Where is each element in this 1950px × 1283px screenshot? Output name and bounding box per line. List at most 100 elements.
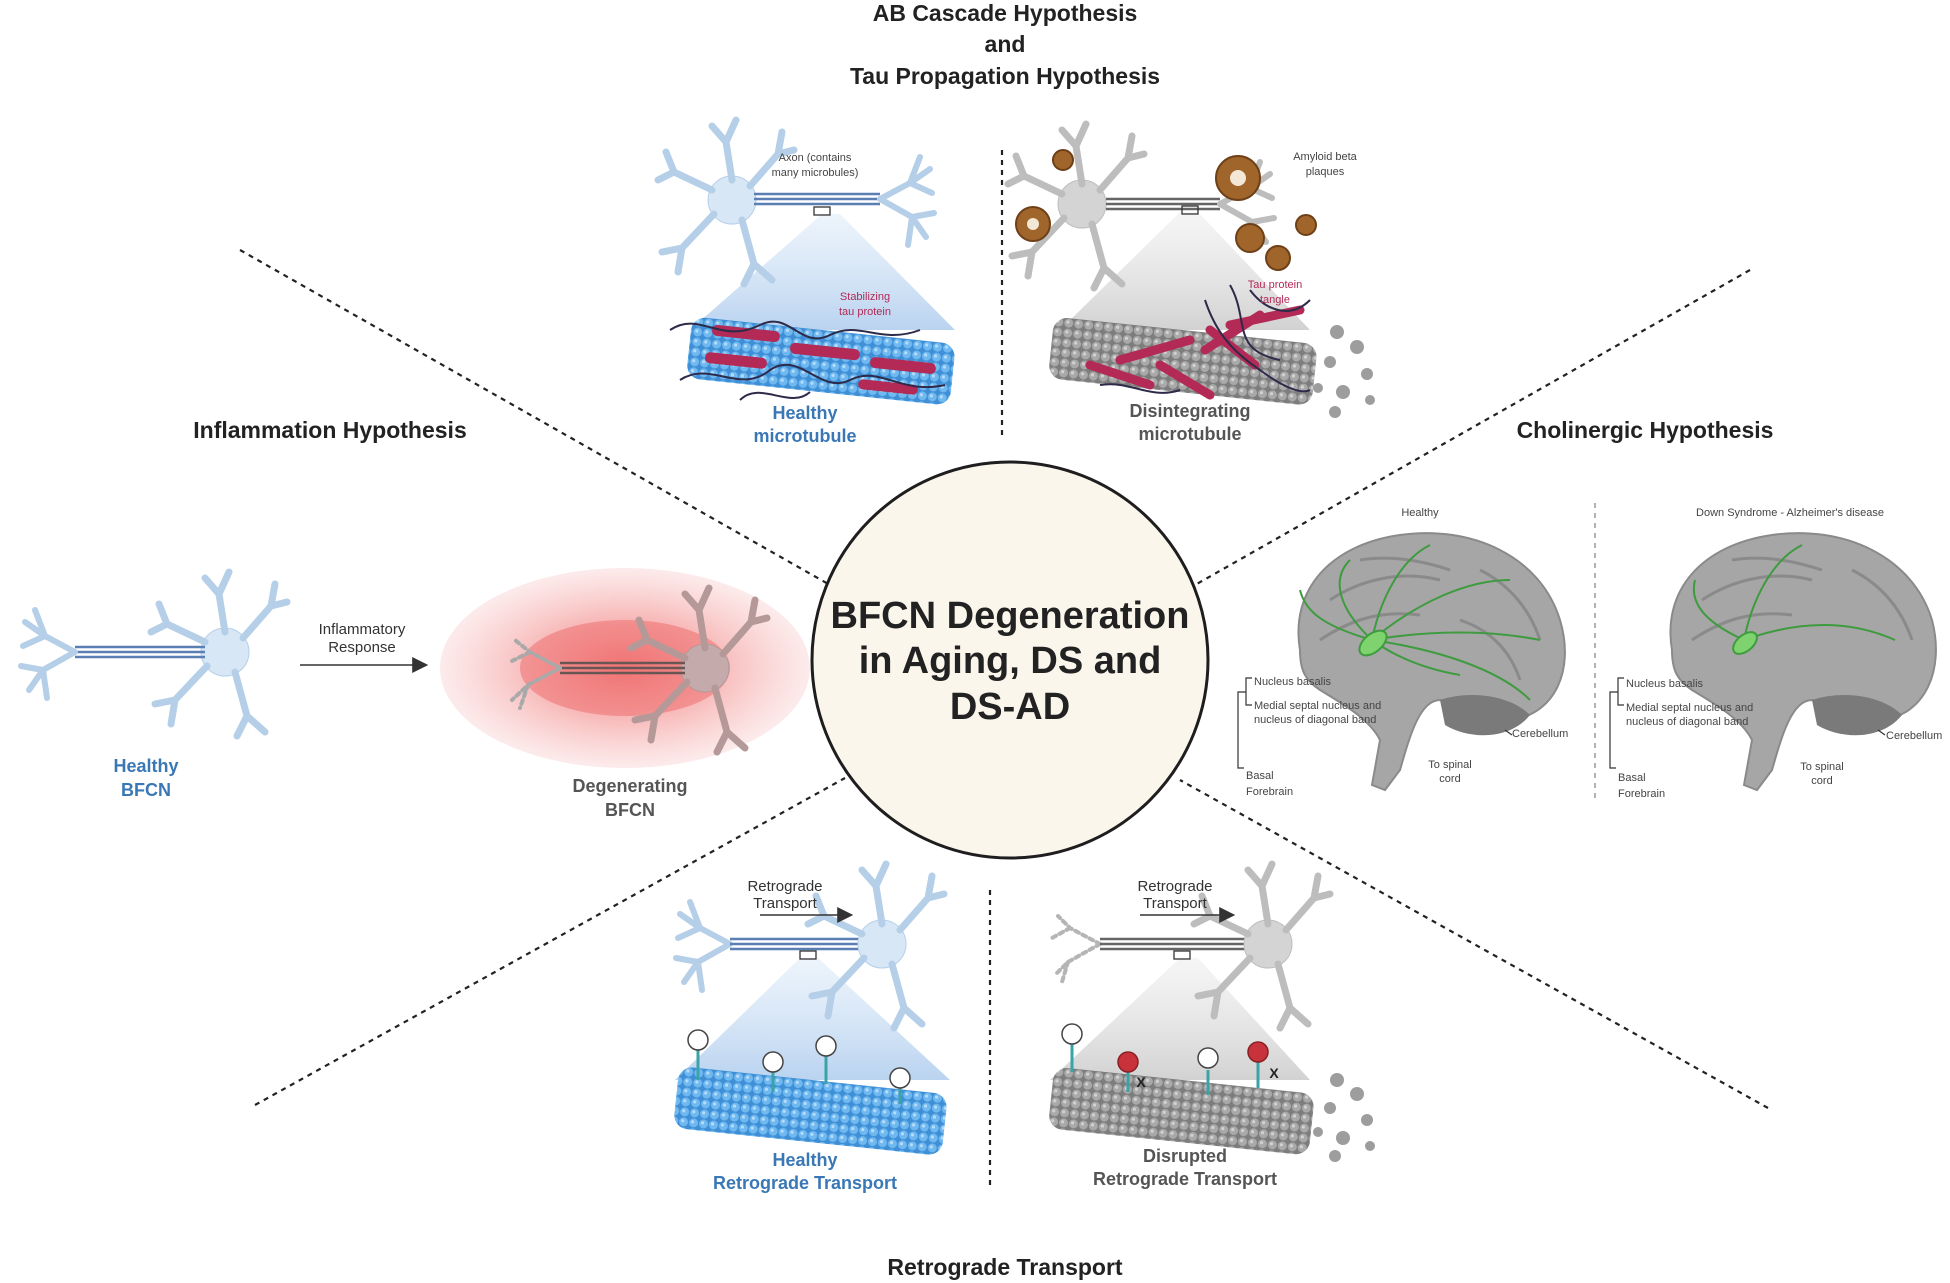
inflammation-title: Inflammation Hypothesis xyxy=(193,417,467,443)
axon-icon xyxy=(730,937,860,951)
degenerating-bfcn-line1: Degenerating xyxy=(572,776,688,796)
microtubule-icon xyxy=(1049,1067,1314,1155)
basal-label-line2: Forebrain xyxy=(1246,786,1294,798)
receptor-icon xyxy=(1061,1023,1269,1095)
healthy-bfcn-line1: Healthy xyxy=(113,756,179,776)
tau-filament-lines xyxy=(669,320,946,401)
zoom-box xyxy=(813,206,831,216)
medial-septal-label-line1: Medial septal nucleus and xyxy=(1254,700,1382,712)
debris-dots xyxy=(1313,1073,1375,1162)
debris-dots xyxy=(1313,325,1375,418)
axon-icon xyxy=(75,645,205,659)
retrograde-arrow-label-line2: Transport xyxy=(753,895,817,912)
inflammation-panel xyxy=(21,568,810,768)
tau-protein-icon xyxy=(705,324,936,395)
zoom-cone-blue xyxy=(690,214,955,330)
fragmented-terminal-icon xyxy=(1050,914,1102,984)
separator-lower-right xyxy=(1179,779,1769,1109)
basal-label-dsad-line1: Basal xyxy=(1618,772,1646,784)
cerebellum-label-dsad: Cerebellum xyxy=(1886,730,1943,742)
cholinergic-title: Cholinergic Hypothesis xyxy=(1516,417,1774,443)
tangle-filaments xyxy=(1099,284,1311,394)
blocked-mark-1: X xyxy=(1136,1074,1146,1090)
spinal-label-dsad-line1: To spinal xyxy=(1800,761,1844,773)
amyloid-label-line1: Amyloid beta xyxy=(1293,151,1357,163)
healthy-microtubule-line1: Healthy xyxy=(772,403,838,423)
tangle-label-line1: Tau protein xyxy=(1247,279,1303,291)
nucleus-basalis-label-dsad: Nucleus basalis xyxy=(1626,678,1704,690)
brain-icon-healthy xyxy=(1297,532,1566,792)
spinal-label-dsad-line2: cord xyxy=(1811,775,1833,787)
axon-icon xyxy=(560,661,685,675)
center-title-line2: in Aging, DS and xyxy=(858,640,1162,682)
disrupted-retrograde-panel xyxy=(1049,864,1375,1162)
basal-label-dsad-line2: Forebrain xyxy=(1618,788,1666,800)
zoom-box xyxy=(1181,205,1199,215)
dsad-brain-title: Down Syndrome - Alzheimer's disease xyxy=(1696,507,1884,519)
healthy-retrograde-panel xyxy=(673,864,950,1155)
basal-forebrain-marker xyxy=(1732,631,1758,655)
microtubule-icon xyxy=(674,1067,947,1155)
axon-label-line2: many microbules) xyxy=(771,167,859,179)
zoom-box xyxy=(799,950,817,960)
center-title-line3: DS-AD xyxy=(949,686,1071,728)
medial-septal-label-line2: nucleus of diagonal band xyxy=(1254,714,1377,726)
healthy-brain-title: Healthy xyxy=(1401,507,1439,519)
inflammatory-label-line1: Inflammatory xyxy=(318,621,406,638)
spinal-label-line1: To spinal xyxy=(1428,759,1472,771)
plaque-cores xyxy=(1027,170,1246,230)
zoom-box xyxy=(1173,950,1191,960)
disrupted-retrograde-line2: Retrograde Transport xyxy=(1092,1169,1278,1189)
stabilizing-label-line1: Stabilizing xyxy=(839,291,891,303)
top-title-line3: Tau Propagation Hypothesis xyxy=(849,63,1161,89)
zoom-cone-blue xyxy=(675,958,950,1080)
terminal-icon xyxy=(880,157,934,245)
inflammatory-label-line2: Response xyxy=(328,639,396,656)
healthy-microtubule-line2: microtubule xyxy=(753,426,857,446)
bottom-title: Retrograde Transport xyxy=(887,1254,1123,1280)
axon-icon xyxy=(1106,197,1220,211)
cerebellum-label: Cerebellum xyxy=(1512,728,1569,740)
tangle-label-line2: tangle xyxy=(1260,294,1290,306)
amyloid-label-line2: plaques xyxy=(1305,166,1345,178)
center-title-line1: BFCN Degeneration xyxy=(830,595,1190,637)
top-title-line2: and xyxy=(984,31,1026,57)
axon-label-line1: Axon (contains xyxy=(778,152,852,164)
basal-label-line1: Basal xyxy=(1246,770,1274,782)
stabilizing-label-line2: tau protein xyxy=(839,306,891,318)
center-circle xyxy=(810,460,1210,860)
separator-upper-left xyxy=(239,249,831,586)
retrograde-arrow-label-line1: Retrograde xyxy=(747,878,823,895)
brain-icon-dsad xyxy=(1669,532,1937,792)
degenerating-bfcn-line2: BFCN xyxy=(605,800,655,820)
terminal-icon xyxy=(676,902,730,990)
healthy-microtubule-panel xyxy=(658,120,955,405)
separator-lower-left xyxy=(254,777,846,1106)
terminal-icon xyxy=(21,610,75,698)
axon-icon xyxy=(754,192,880,206)
disintegrating-line2: microtubule xyxy=(1138,424,1242,444)
retrograde-arrow-label-dsad-line2: Transport xyxy=(1143,895,1207,912)
disintegrating-microtubule-panel xyxy=(1008,124,1375,418)
fragmented-terminal-icon xyxy=(508,638,562,710)
separator-upper-right xyxy=(1194,269,1751,586)
healthy-retrograde-line2: Retrograde Transport xyxy=(712,1173,898,1193)
nucleus-basalis-label: Nucleus basalis xyxy=(1254,676,1332,688)
cholinergic-pathways-reduced xyxy=(1692,544,1896,641)
neuron-icon xyxy=(151,572,287,736)
zoom-cone-gray xyxy=(1060,212,1310,330)
medial-septal-label-dsad-line1: Medial septal nucleus and xyxy=(1626,702,1754,714)
retrograde-arrow-label-dsad-line1: Retrograde xyxy=(1137,878,1213,895)
medial-septal-label-dsad-line2: nucleus of diagonal band xyxy=(1626,716,1749,728)
blocked-mark-2: X xyxy=(1269,1065,1279,1081)
top-title-line1: AB Cascade Hypothesis xyxy=(872,0,1138,26)
microtubule-icon xyxy=(1049,317,1317,405)
healthy-retrograde-line1: Healthy xyxy=(772,1150,838,1170)
spinal-label-line2: cord xyxy=(1439,773,1461,785)
zoom-cone-gray xyxy=(1050,958,1310,1080)
axon-icon xyxy=(1100,937,1245,951)
cholinergic-pathways xyxy=(1299,544,1541,701)
cholinergic-panel xyxy=(1237,532,1937,792)
separator-lines xyxy=(239,150,1769,1190)
